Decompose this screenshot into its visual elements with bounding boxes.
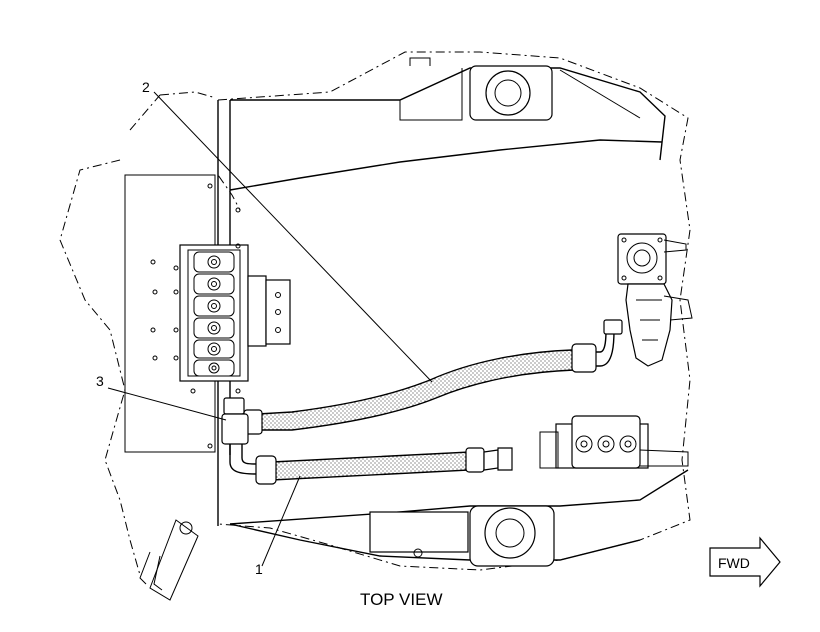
forward-direction-arrow: FWD: [709, 536, 781, 588]
view-label: TOP VIEW: [360, 590, 443, 609]
auxiliary-valve-stack: [539, 415, 689, 469]
control-valve-bank: [150, 183, 291, 449]
callout-leaders: [107, 91, 433, 567]
upper-frame-rail: [229, 57, 666, 191]
lower-frame-rail: [229, 469, 689, 567]
frame-outline: [59, 51, 691, 576]
mounting-bolts: [150, 183, 241, 449]
lower-hydraulic-hose: [255, 447, 513, 485]
pilot-valve-assembly: [617, 233, 693, 367]
pedal-linkage: [139, 519, 199, 601]
callout-1: 1: [255, 561, 263, 577]
upper-hydraulic-hose: [243, 319, 623, 435]
callout-3: 3: [96, 373, 104, 389]
fwd-label: FWD: [718, 555, 750, 571]
callout-2: 2: [142, 79, 150, 95]
tee-elbow-fitting: [221, 397, 257, 475]
